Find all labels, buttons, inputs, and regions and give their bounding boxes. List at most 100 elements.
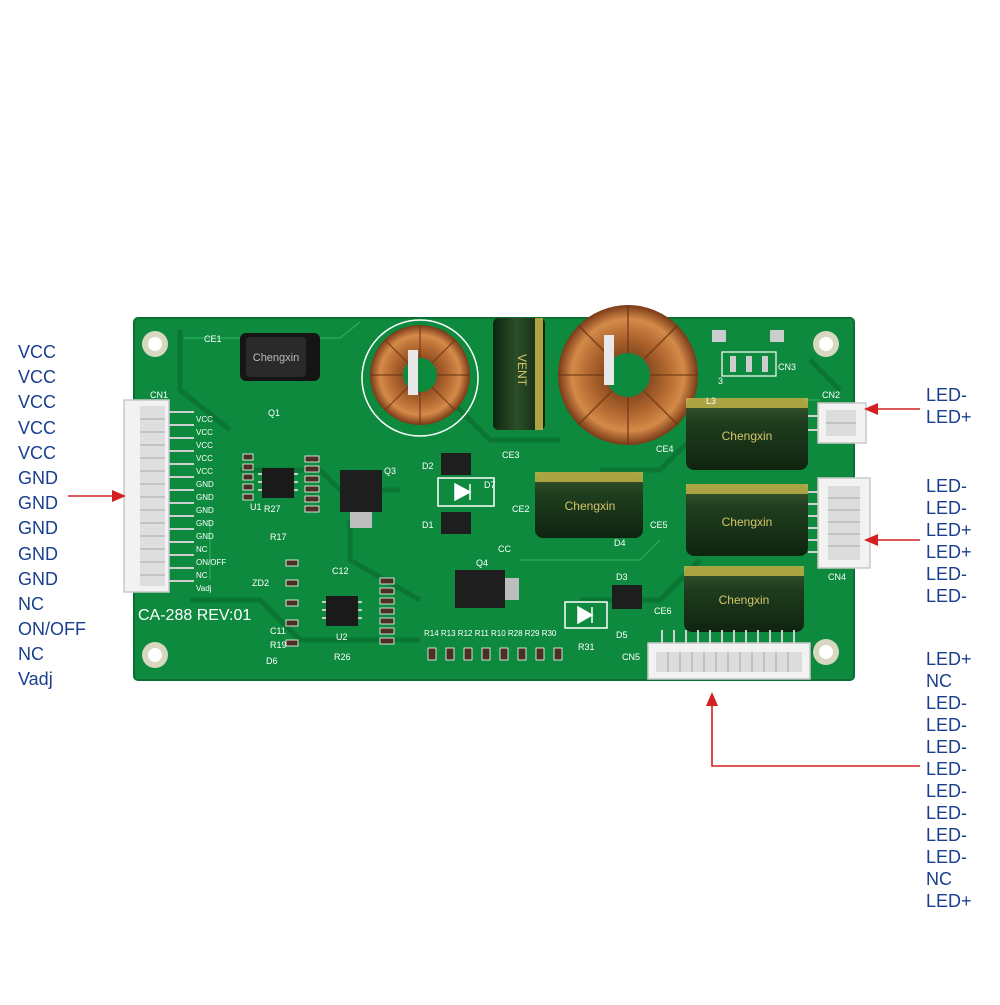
connector-cn4[interactable] [808, 477, 871, 569]
pin-label: NC [926, 869, 952, 889]
pin-label: LED- [926, 759, 968, 779]
pin-label: LED+ [926, 891, 972, 911]
silk-r27: R27 [264, 504, 281, 514]
silk-d1: D1 [422, 520, 434, 530]
pin-label: LED- [926, 715, 968, 735]
silk-ce2: CE2 [512, 504, 530, 514]
connector-cn5[interactable] [647, 630, 811, 680]
arrow-cn2 [864, 403, 920, 415]
silk-d4: D4 [614, 538, 626, 548]
ic-u2 [322, 596, 362, 626]
silk-c11: C11 [270, 626, 286, 636]
ce1-print: Chengxin [253, 352, 299, 364]
silk-num3: 3 [718, 376, 723, 386]
silk-ce4: CE4 [656, 444, 674, 454]
silk-d5: D5 [616, 630, 628, 640]
silk-pin-vcc-2: VCC [196, 428, 213, 437]
pin-label: VCC [18, 392, 57, 413]
silk-ce3: CE3 [502, 450, 520, 460]
pin-label: LED- [926, 737, 968, 757]
pin-label: GND [18, 518, 58, 539]
mounting-holes [142, 331, 839, 668]
silk-q4: Q4 [476, 558, 488, 568]
pin-label: LED+ [926, 649, 972, 669]
silk-q1: Q1 [268, 408, 280, 418]
silk-c12: C12 [332, 566, 349, 576]
pin-label: NC [18, 593, 44, 614]
pin-label: Vadj [18, 669, 53, 690]
pin-label: LED- [926, 825, 968, 845]
pin-label: VCC [18, 417, 57, 438]
pin-label: VCC [18, 367, 57, 388]
silk-ce5: CE5 [650, 520, 668, 530]
connector-cn2[interactable] [808, 402, 867, 444]
pin-label: LED+ [926, 520, 972, 540]
diode-d3 [612, 585, 642, 609]
silk-pin-nc-1: NC [196, 545, 208, 554]
silk-d7: D7 [484, 480, 496, 490]
capacitor-vertical: VENT [493, 318, 545, 430]
silk-u2: U2 [336, 632, 348, 642]
silk-pin-gnd-2: GND [196, 493, 214, 502]
pin-label: GND [18, 467, 58, 488]
pin-label: LED- [926, 781, 968, 801]
silk-cc: CC [498, 544, 511, 554]
capacitor-ce6: Chengxin [684, 566, 804, 632]
ce2-print: Chengxin [565, 499, 616, 513]
capacitor-ce2: Chengxin [535, 472, 643, 538]
transistor-q4 [455, 570, 519, 608]
cap-v-series: VENT [515, 354, 529, 387]
silk-pin-onoff: ON/OFF [196, 558, 226, 567]
silk-resistor-row: R14 R13 R12 R11 R10 R28 R29 R30 [424, 629, 557, 638]
cn2-pin-labels: LED-LED+ [926, 384, 972, 428]
capacitor-ce4: Chengxin [686, 398, 808, 470]
silk-cn2: CN2 [822, 390, 840, 400]
silk-zd2: ZD2 [252, 578, 269, 588]
pin-label: LED+ [926, 542, 972, 562]
connector-cn1[interactable] [123, 399, 194, 593]
silkscreen: CA-288 REV:01 CN1 CN2 CN4 CN5 CN3 CE1 Q1… [138, 334, 846, 666]
ce6-print: Chengxin [719, 593, 770, 607]
arrow-cn4 [864, 534, 920, 546]
silk-pin-gnd-1: GND [196, 480, 214, 489]
pin-label: LED+ [926, 407, 972, 427]
arrow-cn1 [68, 490, 126, 502]
pin-label: LED- [926, 564, 968, 584]
silk-pin-vcc-5: VCC [196, 467, 213, 476]
silk-cn3: CN3 [778, 362, 796, 372]
silk-pin-vcc-4: VCC [196, 454, 213, 463]
pin-label: LED- [926, 476, 968, 496]
capacitor-ce5: Chengxin [686, 484, 808, 556]
pin-label: ON/OFF [18, 619, 86, 640]
pin-label: GND [18, 568, 58, 589]
pin-label: NC [18, 644, 44, 665]
connector-cn3 [712, 330, 784, 377]
ce5-print: Chengxin [722, 515, 773, 529]
silk-pin-vcc-3: VCC [196, 441, 213, 450]
silk-pin-nc-2: NC [196, 571, 208, 580]
silk-u1: U1 [250, 502, 262, 512]
transistor-q3 [340, 470, 382, 528]
pin-label: LED- [926, 847, 968, 867]
pin-label: LED- [926, 498, 968, 518]
pin-label: GND [18, 493, 58, 514]
ic-u1 [258, 468, 298, 498]
silk-ce1: CE1 [204, 334, 222, 344]
inductor-right [558, 305, 698, 445]
silk-r17: R17 [270, 532, 287, 542]
annotation-arrows [68, 403, 920, 767]
silk-pin-gnd-3: GND [196, 506, 214, 515]
pin-label: VCC [18, 342, 57, 362]
silk-d6: D6 [266, 656, 278, 666]
pin-label: GND [18, 543, 58, 564]
silk-cn1: CN1 [150, 390, 168, 400]
silk-ce6: CE6 [654, 606, 672, 616]
arrow-cn5 [706, 692, 920, 767]
silk-r19: R19 [270, 640, 287, 650]
silk-cn5: CN5 [622, 652, 640, 662]
silk-pin-vcc-1: VCC [196, 415, 213, 424]
capacitor-ce1: Chengxin [240, 333, 320, 381]
